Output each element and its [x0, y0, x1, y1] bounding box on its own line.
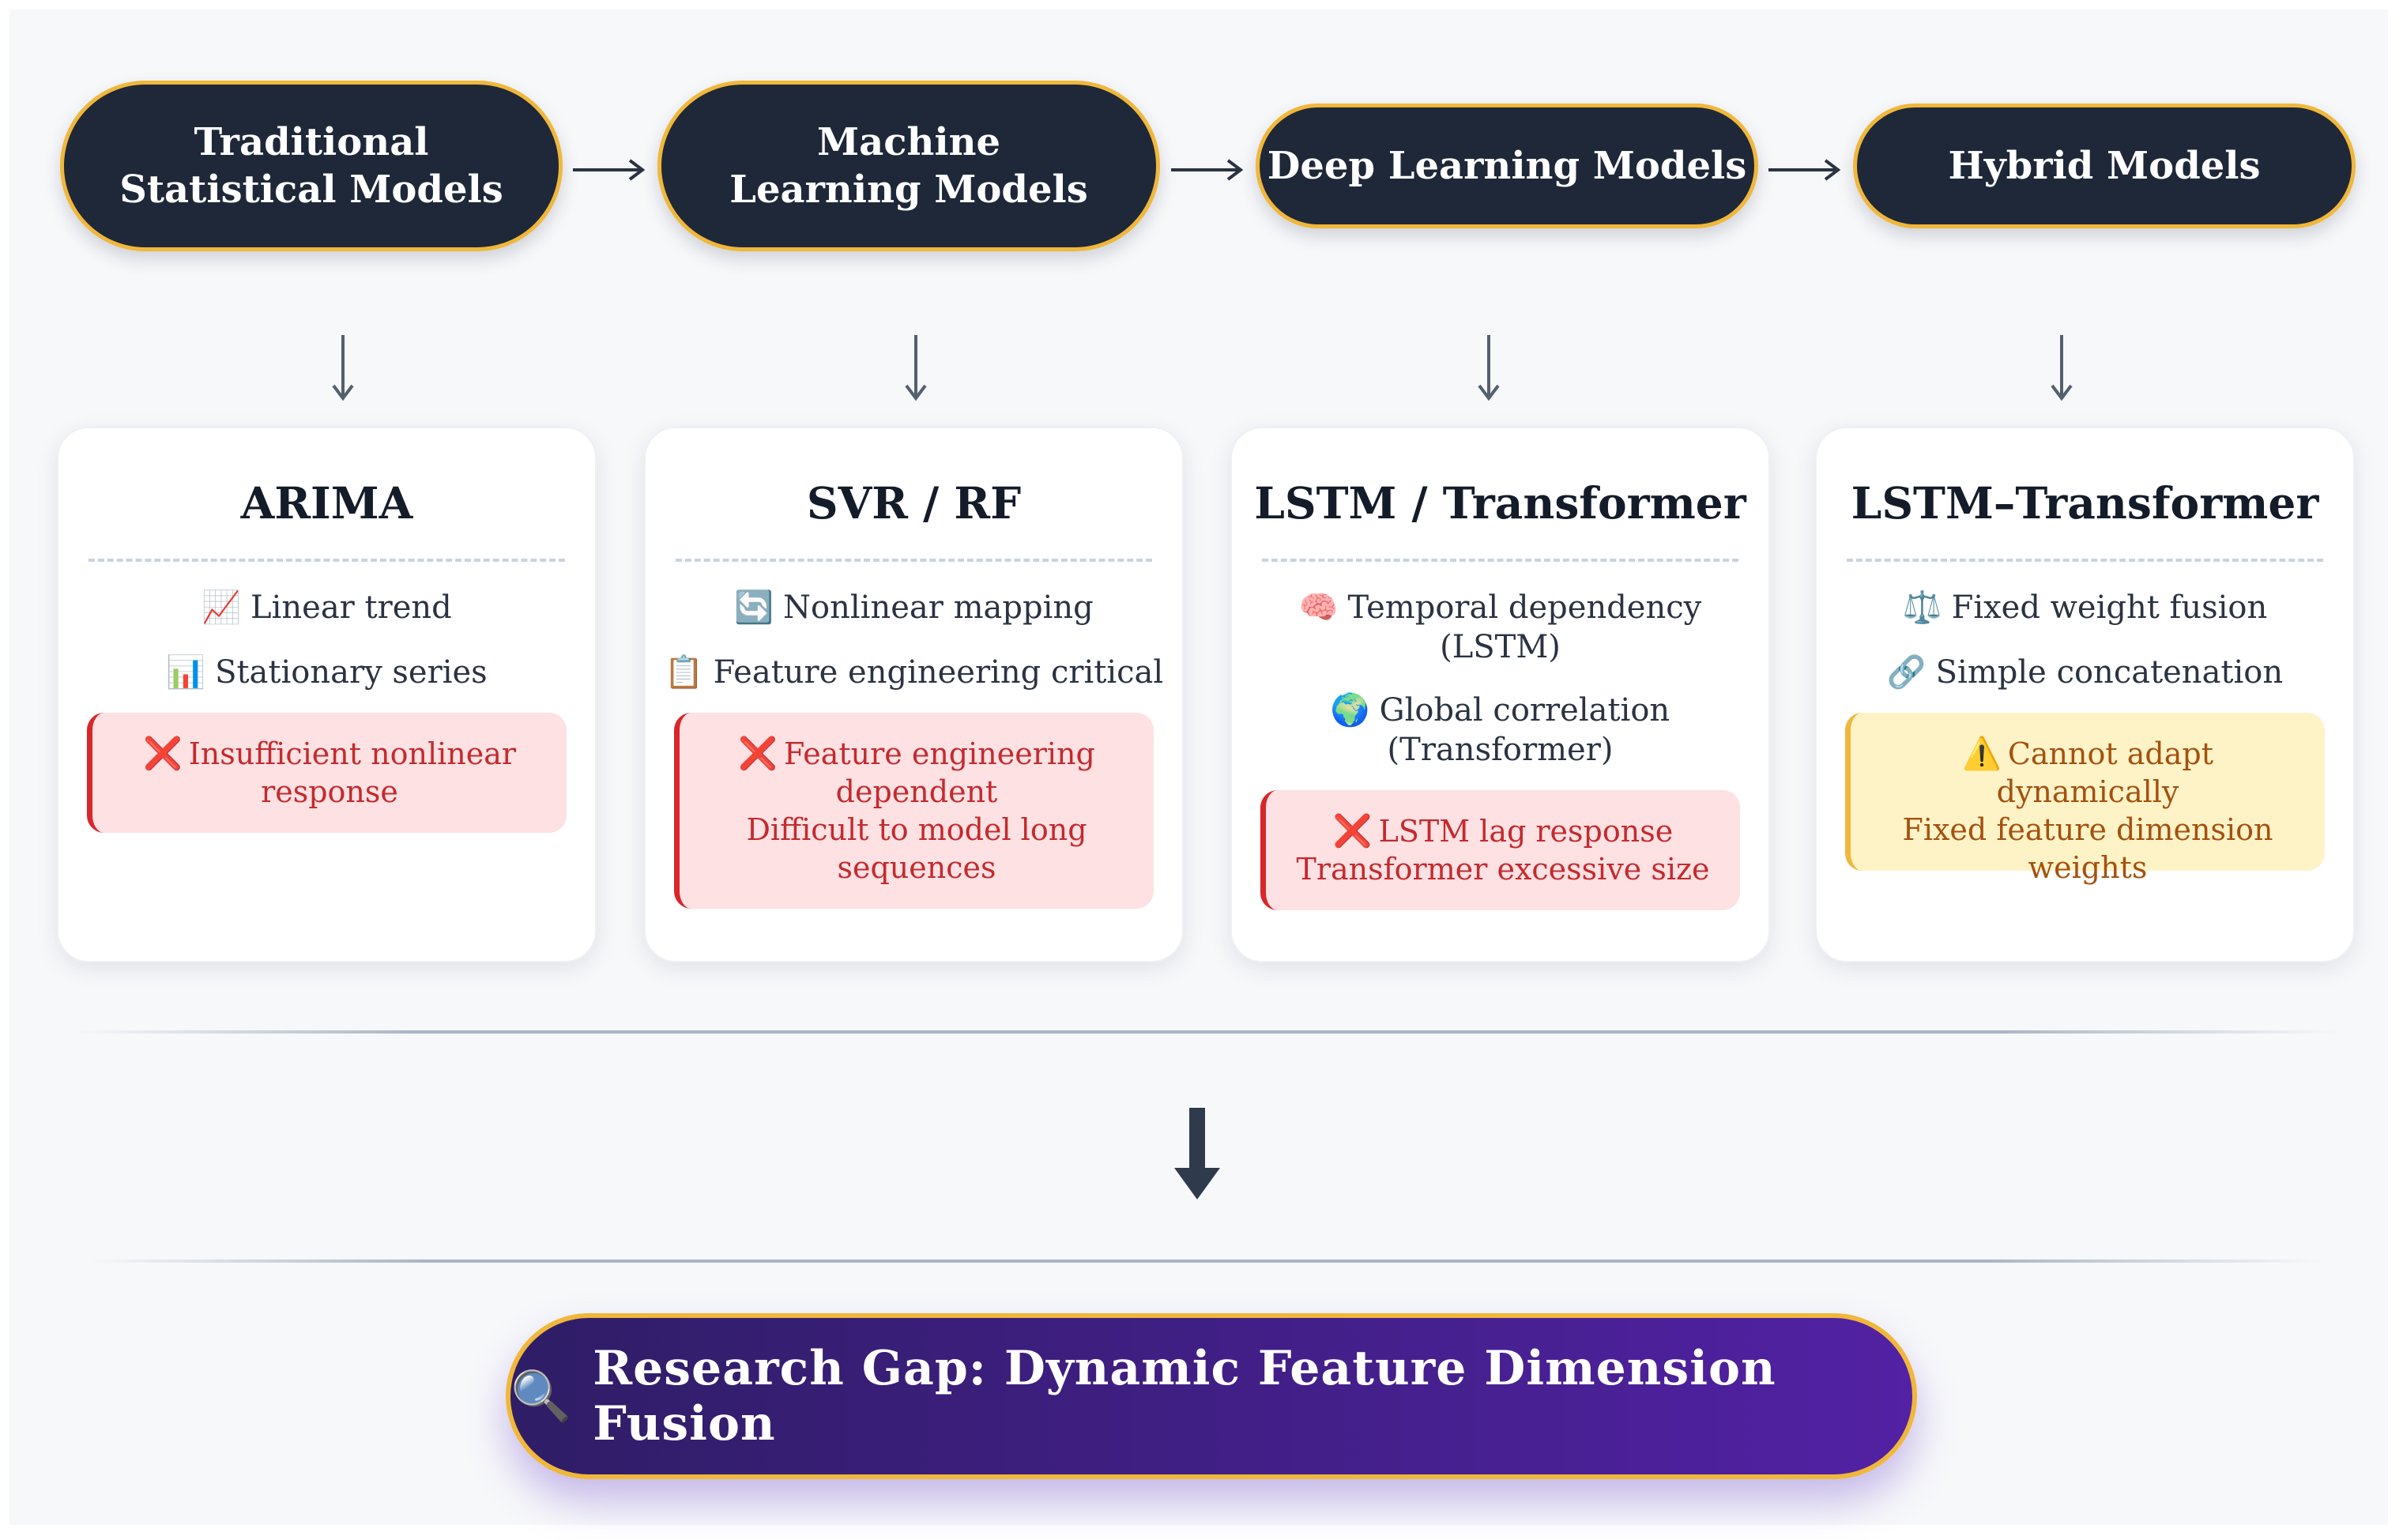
- feature-text: Nonlinear mapping: [783, 589, 1094, 626]
- card-lstm-transformer-hybrid: LSTM–Transformer ⚖️Fixed weight fusion 🔗…: [1815, 427, 2355, 962]
- card-title: LSTM / Transformer: [1254, 477, 1746, 529]
- limitation-box: ❌LSTM lag response Transformer excessive…: [1260, 790, 1740, 910]
- feature-text: Linear trend: [250, 589, 452, 626]
- feature-text: Stationary series: [215, 654, 488, 691]
- limitation-line: LSTM lag response: [1378, 814, 1674, 849]
- bar-chart-icon: 📊: [166, 654, 206, 691]
- cross-mark-icon: ❌: [142, 736, 183, 772]
- feature-text: Simple concatenation: [1935, 654, 2284, 691]
- limitation-line: Insufficient nonlinear: [188, 736, 517, 771]
- feature-text-sub: (LSTM): [1440, 629, 1561, 665]
- feature-item: 📋Feature engineering critical: [661, 653, 1166, 692]
- feature-item: 📊Stationary series: [74, 653, 579, 692]
- divider: [89, 559, 565, 562]
- limitation-line: response: [261, 774, 398, 809]
- separator-line: [89, 1259, 2325, 1263]
- card-arima: ARIMA 📈Linear trend 📊Stationary series ❌…: [57, 427, 597, 962]
- limitation-box: ❌Insufficient nonlinear response: [87, 713, 567, 833]
- stage-label: Traditional Statistical Models: [119, 120, 503, 212]
- right-arrow-icon: [573, 159, 646, 181]
- stage-machine-learning: Machine Learning Models: [657, 81, 1160, 251]
- feature-item: 🔄Nonlinear mapping: [661, 588, 1166, 627]
- feature-item: 📈Linear trend: [74, 588, 579, 627]
- diagram-canvas: Traditional Statistical Models Machine L…: [9, 9, 2388, 1525]
- big-down-arrow-icon: [1174, 1108, 1220, 1199]
- chart-increasing-icon: 📈: [202, 589, 242, 626]
- research-gap-banner: 🔍 Research Gap: Dynamic Feature Dimensio…: [506, 1313, 1917, 1479]
- feature-text: Temporal dependency: [1347, 589, 1702, 626]
- down-arrow-icon: [1478, 335, 1500, 401]
- card-svr-rf: SVR / RF 🔄Nonlinear mapping 📋Feature eng…: [644, 427, 1184, 962]
- stage-deep-learning: Deep Learning Models: [1256, 104, 1758, 228]
- divider: [1262, 559, 1738, 562]
- limitation-line: dependent: [835, 774, 998, 809]
- down-arrow-icon: [332, 335, 354, 401]
- card-title: LSTM–Transformer: [1851, 477, 2319, 529]
- feature-item: 🔗Simple concatenation: [1832, 653, 2337, 692]
- feature-text: Fixed weight fusion: [1951, 589, 2268, 626]
- down-arrow-icon: [2051, 335, 2073, 401]
- feature-text-sub: (Transformer): [1387, 732, 1614, 768]
- stage-hybrid: Hybrid Models: [1853, 104, 2356, 228]
- limitation-line: sequences: [837, 850, 996, 885]
- globe-icon: 🌍: [1330, 692, 1370, 729]
- limitation-line: Cannot adapt dynamically: [1996, 736, 2213, 809]
- divider: [1847, 559, 2323, 562]
- cross-mark-icon: ❌: [1332, 813, 1373, 849]
- magnifying-glass-icon: 🔍: [510, 1367, 573, 1425]
- feature-item: ⚖️Fixed weight fusion: [1832, 588, 2337, 627]
- card-lstm-transformer: LSTM / Transformer 🧠Temporal dependency …: [1230, 427, 1770, 962]
- stage-label: Deep Learning Models: [1267, 144, 1747, 188]
- separator-line: [73, 1030, 2341, 1034]
- right-arrow-icon: [1171, 159, 1244, 181]
- research-gap-label: Research Gap: Dynamic Feature Dimension …: [593, 1341, 1776, 1452]
- warning-icon: ⚠️: [1962, 736, 2002, 772]
- stage-traditional-statistical: Traditional Statistical Models: [60, 81, 563, 251]
- divider: [676, 559, 1152, 562]
- stage-label: Hybrid Models: [1948, 144, 2261, 188]
- clipboard-icon: 📋: [664, 654, 704, 691]
- limitation-box: ❌Feature engineering dependent Difficult…: [674, 713, 1154, 909]
- cross-mark-icon: ❌: [738, 736, 778, 772]
- limitation-line: Difficult to model long: [746, 812, 1087, 847]
- link-icon: 🔗: [1886, 654, 1927, 691]
- limitation-line: weights: [2028, 850, 2148, 885]
- brain-icon: 🧠: [1298, 589, 1339, 626]
- card-title: SVR / RF: [806, 477, 1022, 529]
- down-arrow-icon: [905, 335, 927, 401]
- limitation-line: Feature engineering: [783, 736, 1095, 771]
- feature-text: Global correlation: [1379, 692, 1670, 729]
- feature-text: Feature engineering critical: [713, 654, 1164, 691]
- feature-item: 🌍Global correlation (Transformer): [1248, 691, 1753, 770]
- limitation-line: Fixed feature dimension: [1902, 812, 2273, 847]
- right-arrow-icon: [1768, 159, 1841, 181]
- limitation-line: Transformer excessive size: [1296, 852, 1710, 887]
- balance-scale-icon: ⚖️: [1902, 589, 1942, 626]
- card-title: ARIMA: [240, 477, 413, 529]
- stage-label: Machine Learning Models: [729, 120, 1088, 212]
- feature-item: 🧠Temporal dependency (LSTM): [1248, 588, 1753, 667]
- cycle-arrows-icon: 🔄: [734, 589, 774, 626]
- warning-box: ⚠️Cannot adapt dynamically Fixed feature…: [1845, 713, 2325, 885]
